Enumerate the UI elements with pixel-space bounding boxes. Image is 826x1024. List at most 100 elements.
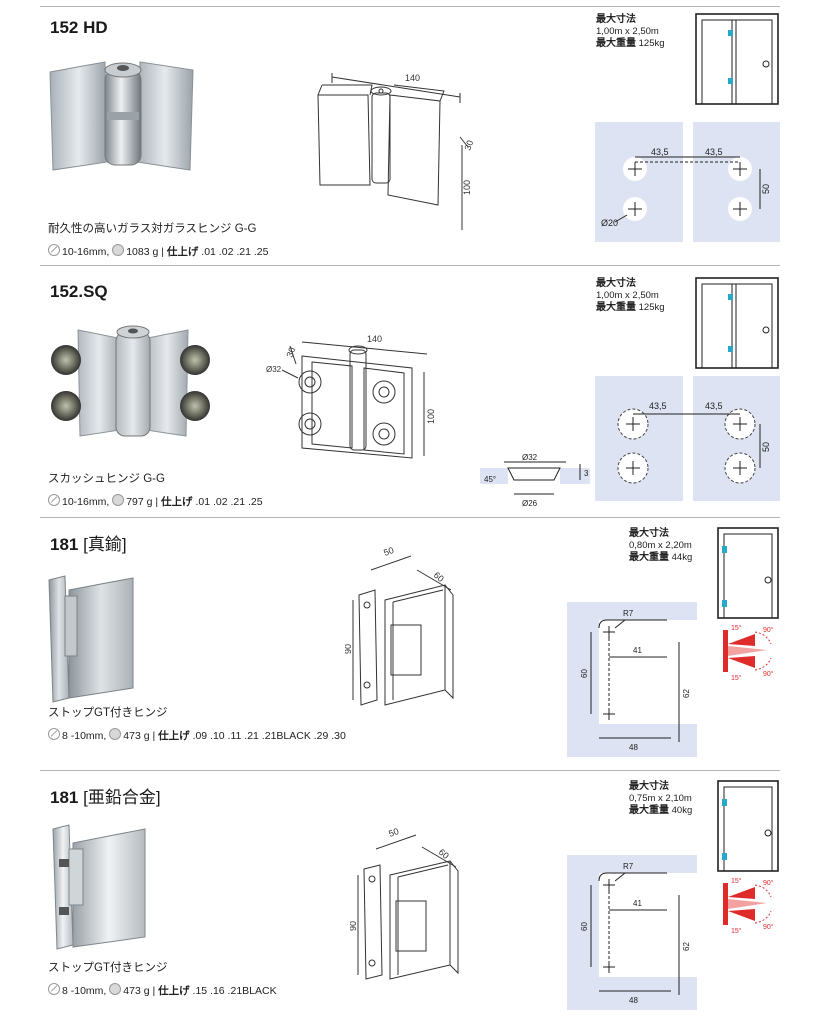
max-size-label: 最大寸法 xyxy=(629,781,669,792)
swing-angle-a: 15° xyxy=(731,624,742,632)
product-152hd: 152 HD 140 30 100 最大寸法 xyxy=(0,0,826,265)
thickness-icon xyxy=(48,244,60,256)
finish-label: 仕上げ xyxy=(158,985,190,997)
product-specs: 8 -10mm, 473 g | 仕上げ .15 .16 .21BLACK xyxy=(48,983,283,999)
finish-label: 仕上げ xyxy=(158,730,190,742)
max-size-label: 最大寸法 xyxy=(629,528,669,539)
swing-diagram: 15° 90° 15° 90° xyxy=(723,877,774,935)
hinge-photo xyxy=(48,575,134,703)
dim-height: 100 xyxy=(426,409,436,424)
section-top: Ø32 xyxy=(522,454,538,462)
product-material: [亜鉛合金] xyxy=(83,788,161,807)
plan-dim-a: 43,5 xyxy=(649,401,667,411)
max-specs: 最大寸法 1,00m x 2,50m 最大重量 125kg xyxy=(596,278,665,314)
plan-dim-c: 50 xyxy=(761,184,771,194)
swing-angle-b: 90° xyxy=(763,879,774,887)
plan-radius: R7 xyxy=(623,609,634,618)
product-description: ストップGT付きヒンジ xyxy=(48,962,168,974)
swing-angle-b: 90° xyxy=(763,626,774,634)
dim-depth: 60 xyxy=(432,570,446,584)
product-description: 耐久性の高いガラス対ガラスヒンジ G-G xyxy=(48,223,257,235)
product-title: 152 HD xyxy=(50,18,108,38)
cut-plan: R7 41 48 60 62 xyxy=(567,855,697,1010)
plan-dim-c: 60 xyxy=(580,669,589,678)
weight-icon xyxy=(112,494,125,506)
door-diagram xyxy=(695,277,779,369)
glass-thickness: 8 -10mm, xyxy=(62,985,107,997)
max-weight-label: 最大重量 xyxy=(629,805,669,816)
max-weight-label: 最大重量 xyxy=(629,552,669,563)
hinge-photo xyxy=(49,61,194,171)
dim-width: 50 xyxy=(382,545,395,558)
glass-thickness: 10-16mm, xyxy=(62,246,110,258)
dimension-drawing: 50 60 90 xyxy=(345,545,454,706)
section-angle: 45° xyxy=(484,475,496,484)
plan-dim-a: 41 xyxy=(633,646,642,655)
door-diagram xyxy=(717,527,779,619)
thickness-icon xyxy=(48,728,60,740)
section-depth: 3 xyxy=(584,469,589,478)
swing-angle-d: 90° xyxy=(763,670,774,678)
product-specs: 10-16mm, 797 g | 仕上げ .01 .02 .21 .25 xyxy=(48,494,368,510)
dim-height: 90 xyxy=(350,921,358,931)
product-material: [真鍮] xyxy=(83,535,127,554)
finish-codes: .09 .10 .11 .21 .21BLACK .29 .30 xyxy=(192,730,346,742)
section-bottom: Ø26 xyxy=(522,499,538,508)
plan-dim-d: 62 xyxy=(682,689,691,698)
plan-dim-b: 43,5 xyxy=(705,147,723,157)
max-specs: 最大寸法 0,80m x 2,20m 最大重量 44kg xyxy=(629,528,692,564)
weight-icon xyxy=(109,728,122,740)
dim-height: 90 xyxy=(345,644,353,654)
max-size: 1,00m x 2,50m xyxy=(596,26,659,37)
plan-dim-a: 41 xyxy=(633,899,642,908)
dim-depth: 60 xyxy=(437,847,451,861)
max-weight: 40kg xyxy=(671,805,693,816)
hinge-weight: 473 g xyxy=(123,985,150,997)
weight-icon xyxy=(109,983,122,995)
thickness-icon xyxy=(48,983,60,995)
cut-plan: R7 41 48 60 62 xyxy=(567,602,697,757)
product-specs: 8 -10mm, 473 g | 仕上げ .09 .10 .11 .21 .21… xyxy=(48,728,358,744)
product-code: 152 HD xyxy=(50,18,108,37)
product-description: スカッシュヒンジ G-G xyxy=(48,473,165,485)
max-weight-label: 最大重量 xyxy=(596,302,636,313)
product-code: 181 xyxy=(50,788,79,807)
max-specs: 最大寸法 0,75m x 2,10m 最大重量 40kg xyxy=(629,781,692,817)
divider-1 xyxy=(40,265,780,266)
product-code: 181 xyxy=(50,535,79,554)
divider-top xyxy=(40,6,780,7)
max-weight: 125kg xyxy=(638,38,665,49)
hinge-weight: 797 g xyxy=(126,496,153,508)
max-weight: 125kg xyxy=(638,302,665,313)
product-specs: 10-16mm, 1083 g | 仕上げ .01 .02 .21 .25 xyxy=(48,244,368,260)
max-specs: 最大寸法 1,00m x 2,50m 最大重量 125kg xyxy=(596,14,665,50)
max-size: 0,75m x 2,10m xyxy=(629,793,692,804)
product-description: ストップGT付きヒンジ xyxy=(48,707,168,719)
dimension-drawing: 140 30 100 xyxy=(317,73,475,230)
dim-depth: 30 xyxy=(462,139,475,152)
dim-height: 100 xyxy=(462,180,472,195)
plan-dim-d: 62 xyxy=(682,942,691,951)
product-181-zinc: 181 [亜鉛合金] 50 60 90 最大寸法 0,75m x 2,10m 最… xyxy=(0,771,826,1024)
product-152sq: 152.SQ 140 30 xyxy=(0,266,826,517)
plan-dim-a: 43,5 xyxy=(651,147,669,157)
dim-depth: 30 xyxy=(284,346,297,359)
finish-codes: .01 .02 .21 .25 xyxy=(195,496,263,508)
plan-dim-c: 50 xyxy=(761,442,771,452)
product-code: 152.SQ xyxy=(50,282,108,301)
plan-radius: R7 xyxy=(623,862,634,871)
max-size: 0,80m x 2,20m xyxy=(629,540,692,551)
swing-diagram: 15° 90° 15° 90° xyxy=(723,624,774,682)
weight-icon xyxy=(112,244,125,256)
dim-width: 140 xyxy=(367,334,382,344)
thickness-icon xyxy=(48,494,60,506)
swing-angle-d: 90° xyxy=(763,923,774,931)
glass-thickness: 8 -10mm, xyxy=(62,730,107,742)
hole-plan: 43,5 43,5 50 Ø20 xyxy=(595,122,780,242)
product-title: 181 [真鍮] xyxy=(50,530,127,555)
hinge-photo xyxy=(51,325,210,437)
product-title: 152.SQ xyxy=(50,282,108,302)
finish-codes: .01 .02 .21 .25 xyxy=(201,246,269,258)
finish-label: 仕上げ xyxy=(161,496,193,508)
plan-hole: Ø20 xyxy=(601,218,618,228)
